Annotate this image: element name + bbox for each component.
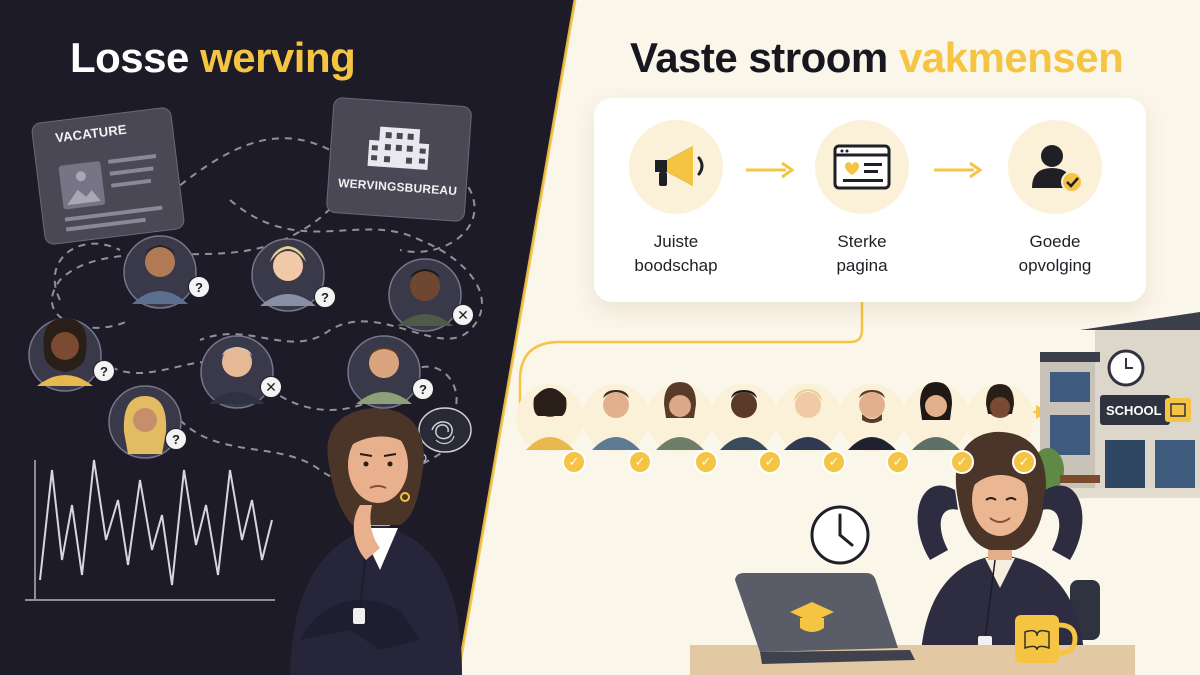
step-icon-circle — [815, 120, 909, 214]
candidate-avatar — [646, 382, 714, 452]
school-building — [1032, 312, 1200, 498]
question-badge-icon: ? — [165, 428, 187, 450]
check-badge-icon: ✓ — [886, 450, 910, 474]
candidate-avatar — [347, 335, 421, 409]
school-sign: SCHOOL — [1106, 403, 1162, 418]
graduation-cap-icon — [790, 602, 834, 622]
step-icon-circle — [1008, 120, 1102, 214]
candidate-avatar — [28, 318, 102, 392]
left-title-pre: Losse — [70, 34, 201, 81]
candidate-avatar — [108, 385, 182, 459]
reject-badge-icon: ✕ — [260, 376, 282, 398]
candidate-avatar — [838, 384, 906, 452]
check-badge-icon: ✓ — [822, 450, 846, 474]
thought-bubble-icon — [411, 407, 472, 471]
worried-recruiter — [290, 408, 462, 675]
question-badge-icon: ? — [188, 276, 210, 298]
agency-card — [326, 97, 472, 222]
check-badge-icon: ✓ — [1012, 450, 1036, 474]
candidate-avatar — [710, 384, 778, 452]
arrow-right-icon — [746, 161, 795, 179]
candidate-avatar — [582, 384, 650, 452]
step-icon-circle — [629, 120, 723, 214]
question-badge-icon: ? — [314, 286, 336, 308]
question-badge-icon: ? — [93, 360, 115, 382]
check-badge-icon: ✓ — [758, 450, 782, 474]
candidate-stream — [516, 382, 1034, 452]
candidate-avatar — [200, 335, 274, 409]
webpage-icon — [833, 144, 891, 190]
flow-connector — [518, 298, 864, 420]
coffee-mug-icon — [1015, 615, 1078, 663]
right-title-pre: Vaste stroom — [630, 34, 899, 81]
right-title: Vaste stroom vakmensen — [630, 34, 1124, 82]
arrow-right-icon — [934, 161, 983, 179]
check-badge-icon: ✓ — [562, 450, 586, 474]
right-title-accent: vakmensen — [898, 34, 1124, 81]
divider-line — [456, 0, 577, 675]
user-check-icon — [1032, 145, 1083, 193]
vacancy-card — [31, 107, 185, 245]
candidate-avatar — [123, 235, 197, 309]
laptop — [735, 573, 915, 664]
check-badge-icon: ✓ — [950, 450, 974, 474]
check-badge-icon: ✓ — [694, 450, 718, 474]
check-badge-icon: ✓ — [628, 450, 652, 474]
office-building-icon — [367, 126, 430, 171]
candidate-avatar — [774, 384, 842, 452]
clock-icon — [810, 505, 870, 565]
megaphone-icon — [655, 146, 704, 186]
candidate-avatar — [251, 238, 325, 312]
erratic-line-chart — [25, 459, 275, 601]
candidate-avatar — [516, 384, 584, 452]
candidate-avatar — [902, 382, 970, 452]
candidate-avatar — [388, 258, 462, 332]
reject-badge-icon: ✕ — [452, 304, 474, 326]
left-title: Losse werving — [70, 34, 356, 82]
question-badge-icon: ? — [412, 378, 434, 400]
scattered-candidates — [28, 235, 462, 459]
left-title-accent: werving — [200, 34, 356, 81]
